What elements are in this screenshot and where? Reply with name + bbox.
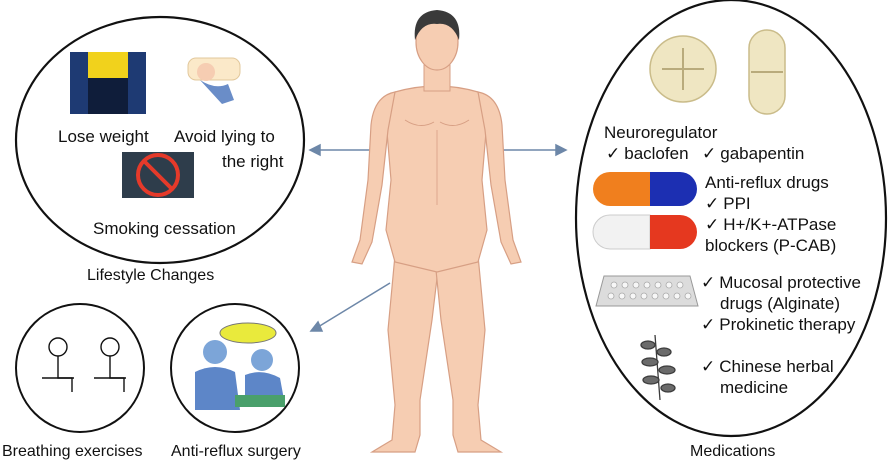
neuroregulator-heading: Neuroregulator (604, 123, 718, 142)
capsule-blue-icon (593, 172, 697, 206)
capsule-red-icon (592, 214, 697, 250)
ppi-item: PPI (705, 193, 750, 214)
breathing-circle (15, 303, 145, 433)
lifestyle-circle (14, 15, 306, 265)
avoid-lying-label-line2: the right (222, 152, 284, 171)
arrow-to-lifestyle (308, 143, 375, 157)
mucosal-item-line1: Mucosal protective (701, 272, 861, 293)
oblong-tablet-icon (748, 29, 786, 115)
surgery-icon (195, 322, 285, 410)
prokinetic-item: Prokinetic therapy (701, 314, 855, 335)
round-tablet-icon (649, 35, 717, 103)
medications-title: Medications (690, 443, 776, 460)
lifestyle-title: Lifestyle Changes (87, 267, 215, 284)
breathing-exercise-icon (42, 337, 126, 392)
pcab-item-line1: H+/K+-ATPase (705, 214, 836, 235)
blister-pack-icon (595, 275, 699, 307)
smoking-cessation-label: Smoking cessation (93, 219, 236, 238)
surgery-circle (170, 303, 300, 433)
baclofen-item: baclofen (606, 143, 688, 164)
no-smoking-icon (122, 152, 194, 198)
pcab-item-line2: blockers (P-CAB) (705, 236, 837, 255)
arrow-to-surgery (309, 282, 391, 332)
human-figure (351, 10, 522, 453)
herbal-item-line1: Chinese herbal (701, 356, 833, 377)
arrow-to-medications (498, 143, 568, 157)
avoid-lying-label-line1: Avoid lying to (174, 127, 275, 146)
herb-plant-icon (640, 334, 676, 401)
surgery-label: Anti-reflux surgery (171, 443, 301, 460)
lose-weight-label: Lose weight (58, 127, 149, 146)
sleeping-person-icon (187, 57, 241, 104)
mucosal-item-line2: drugs (Alginate) (720, 294, 841, 313)
gabapentin-item: gabapentin (702, 143, 804, 164)
breathing-label: Breathing exercises (2, 443, 143, 460)
medications-circle (574, 0, 888, 438)
lose-weight-icon (70, 52, 146, 114)
antireflux-heading: Anti-reflux drugs (705, 173, 829, 192)
herbal-item-line2: medicine (720, 378, 789, 397)
